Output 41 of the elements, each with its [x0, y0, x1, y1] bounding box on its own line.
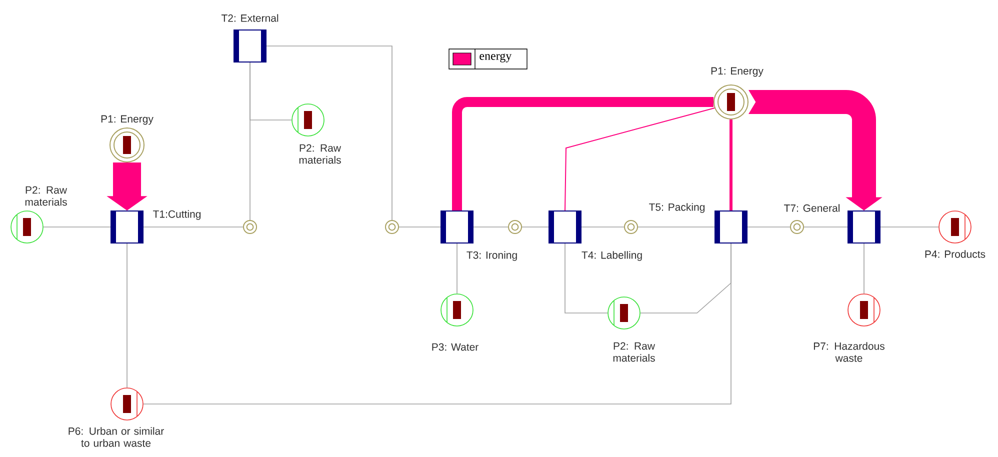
connector-line [143, 226, 244, 228]
connector-line [126, 243, 128, 388]
node-label: P3: Water [432, 343, 478, 351]
node-label: T5: Packing [649, 203, 705, 213]
connector-line [564, 243, 608, 314]
connector-line [804, 226, 848, 228]
node-label: P6: Urban or similar to urban waste [68, 427, 164, 447]
node-label: T3: Ironing [466, 251, 517, 261]
energy-flow [452, 97, 714, 210]
energy-flow [730, 120, 732, 210]
node-label: T7: General [784, 204, 840, 212]
node-label: P2: Raw materials [25, 186, 68, 206]
connector-line [456, 243, 458, 294]
node-label: P7: Hazardous waste [814, 342, 884, 362]
connector-line [880, 226, 939, 228]
connector-line [638, 226, 715, 228]
node-label: P1: Energy [101, 115, 154, 125]
connector-line [143, 243, 732, 404]
node-label: T2: External [221, 14, 278, 22]
node-label: P1: Energy [711, 67, 764, 77]
node-label: P2: Raw materials [613, 342, 656, 362]
connector-line [747, 226, 790, 228]
connector-circle [385, 220, 399, 234]
node-label: T1:Cutting [153, 210, 201, 220]
node-label: T4: Labelling [582, 251, 642, 261]
legend-label: energy [480, 54, 512, 62]
connector-line [473, 226, 508, 228]
connector-circle [508, 220, 522, 234]
connector-circle [790, 220, 804, 234]
connector-line [266, 46, 392, 220]
connector-line [398, 226, 441, 228]
energy-flow [748, 90, 882, 210]
connector-circle [624, 220, 638, 234]
connector-circle [243, 220, 258, 234]
connector-line [564, 107, 716, 211]
connector-line [250, 62, 292, 120]
connector-line [581, 226, 624, 228]
connector-line [43, 226, 111, 228]
node-label: P2: Raw materials [299, 144, 342, 164]
connector-line [522, 226, 549, 228]
node-label: P4: Products [925, 250, 986, 258]
